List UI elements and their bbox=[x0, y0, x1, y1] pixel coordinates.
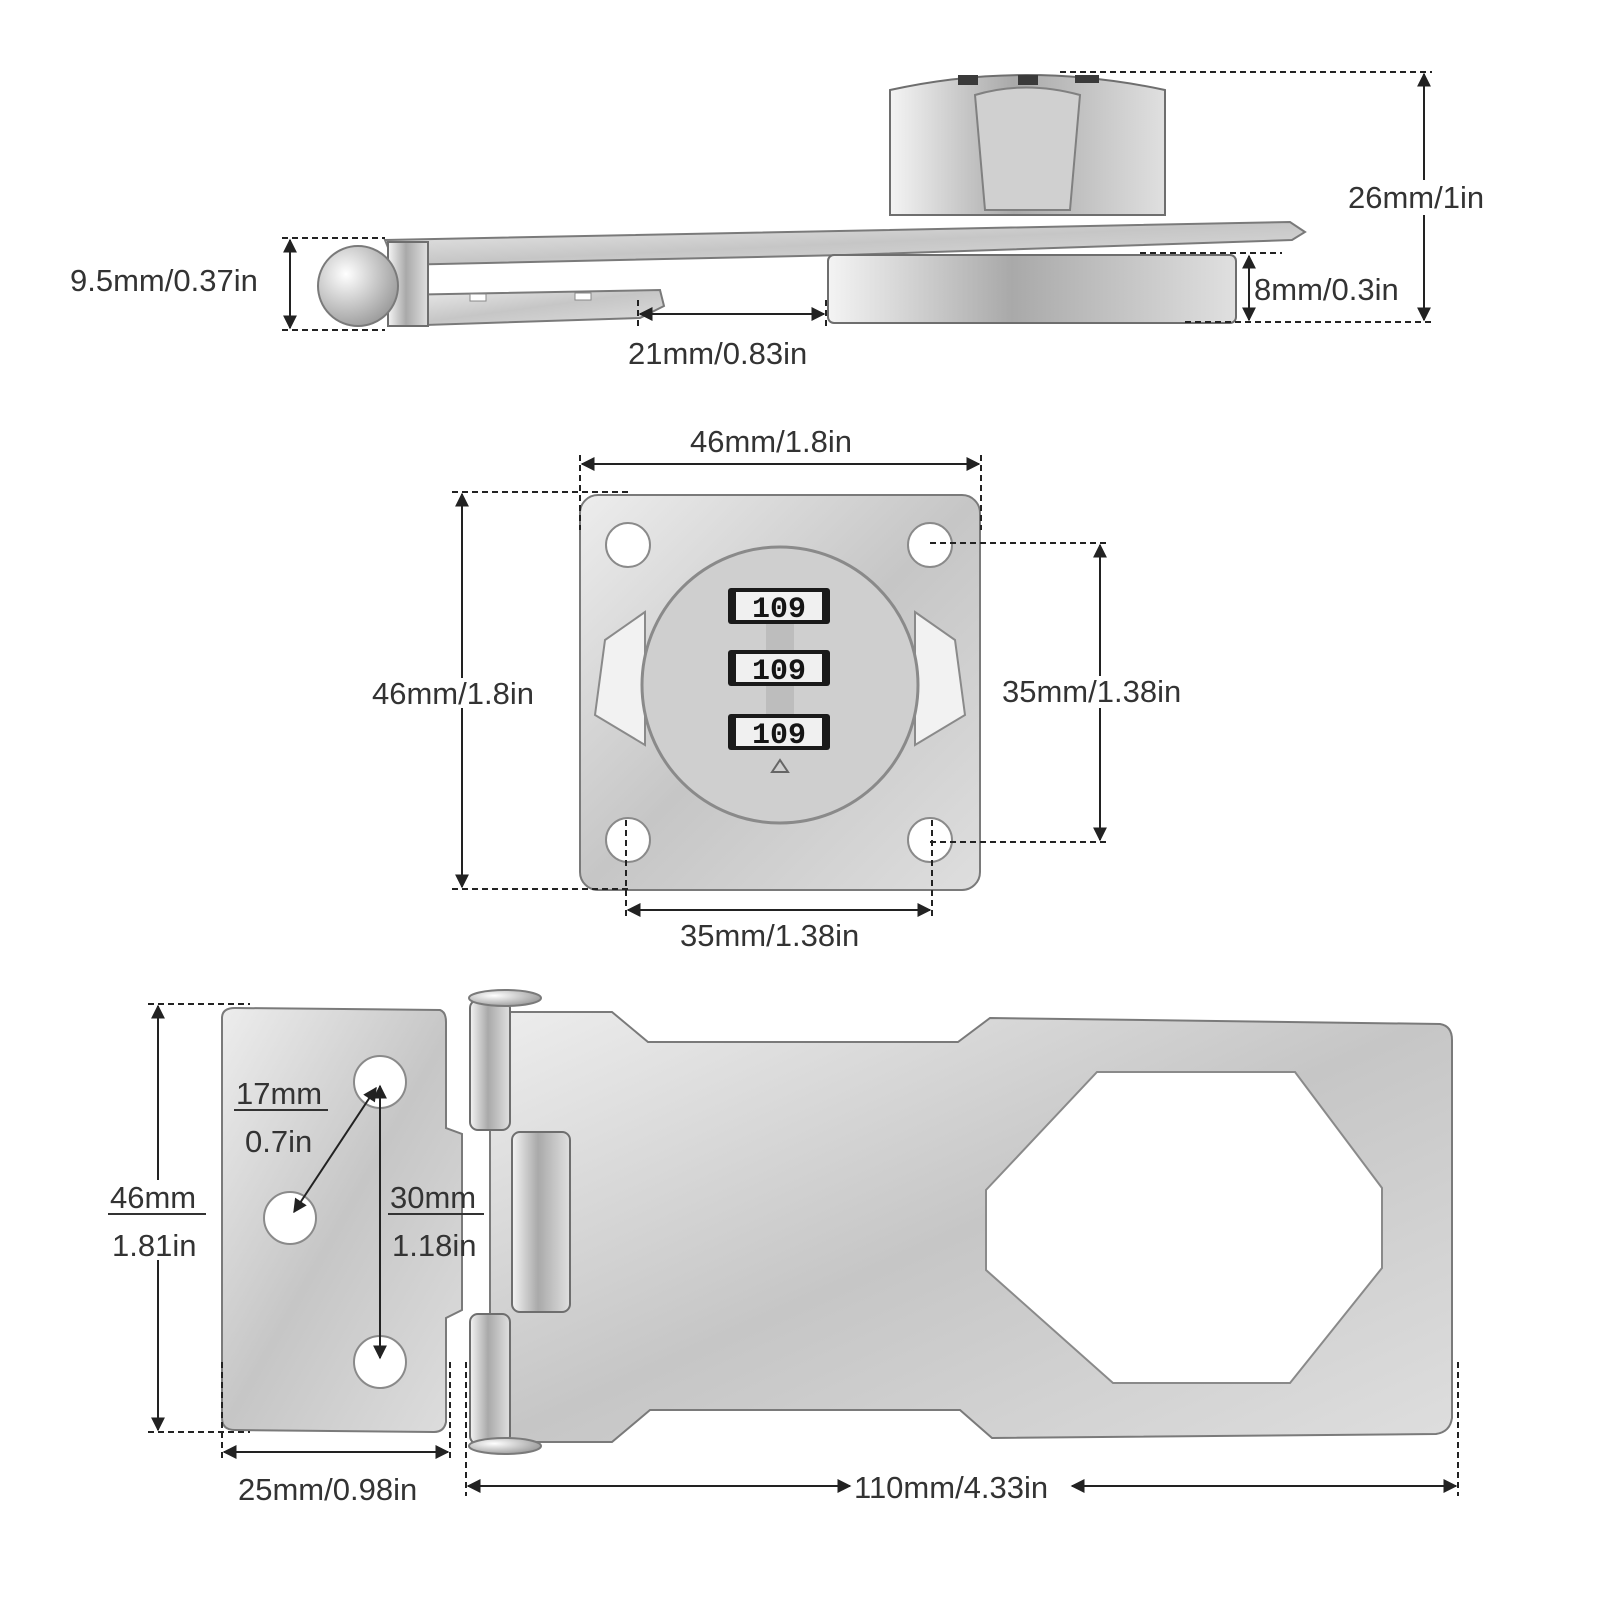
side-leaf-slot bbox=[574, 292, 592, 301]
hasp-hinge-knuckle-bottom bbox=[469, 1313, 511, 1445]
side-dial-tab bbox=[1018, 75, 1038, 85]
front-hole-horizontal-label: 35mm/1.38in bbox=[680, 918, 859, 953]
hasp-diag-in-label: 0.7in bbox=[245, 1124, 312, 1159]
dial-2-digits: 109 bbox=[752, 655, 806, 689]
hasp-hinge-pin-top bbox=[468, 989, 542, 1007]
dial-1-digits: 109 bbox=[752, 593, 806, 627]
hasp-holes-mm-label: 30mm bbox=[390, 1180, 476, 1215]
front-mount-hole-bl bbox=[605, 817, 651, 863]
combination-dial-2[interactable]: 109 bbox=[728, 650, 830, 689]
front-width-label: 46mm/1.8in bbox=[690, 424, 852, 459]
hasp-hinge-pin-bottom bbox=[468, 1437, 542, 1455]
side-total-height-label: 26mm/1in bbox=[1348, 180, 1484, 215]
side-dial-tab bbox=[958, 75, 978, 85]
side-leaf-slot bbox=[469, 293, 487, 302]
dial-indicator-triangle-icon bbox=[770, 758, 790, 773]
side-base-height-label: 8mm/0.3in bbox=[1254, 272, 1399, 307]
hasp-length-label: 110mm/4.33in bbox=[854, 1470, 1048, 1505]
hasp-screw-hole-middle bbox=[263, 1191, 317, 1245]
side-view: 9.5mm/0.37in 26mm/1in 8mm/0.3in 21mm/0.8… bbox=[70, 71, 1484, 371]
hasp-diag-mm-label: 17mm bbox=[236, 1076, 322, 1111]
side-knuckle-height-label: 9.5mm/0.37in bbox=[70, 263, 258, 298]
hasp-view: 17mm 0.7in 30mm 1.18in 46mm 1.81in 25mm/… bbox=[108, 989, 1459, 1507]
hasp-plate-width-label: 25mm/0.98in bbox=[238, 1472, 417, 1507]
combination-dial-1[interactable]: 109 bbox=[728, 588, 830, 627]
front-mount-hole-tr bbox=[907, 522, 953, 568]
side-base-plate bbox=[827, 254, 1237, 324]
side-hinge-leaf bbox=[394, 288, 666, 328]
hasp-octagon-slot bbox=[985, 1071, 1383, 1384]
side-dial-tab bbox=[1075, 75, 1099, 83]
hasp-hinge-plate bbox=[221, 1006, 463, 1434]
hasp-holes-in-label: 1.18in bbox=[392, 1228, 476, 1263]
hasp-hinge-knuckle-top bbox=[469, 999, 511, 1131]
side-lock-cam bbox=[973, 86, 1082, 211]
hasp-hinge-knuckle-mid bbox=[511, 1131, 571, 1313]
front-hole-vertical-label: 35mm/1.38in bbox=[1002, 674, 1181, 709]
combination-dial-3[interactable]: 109 bbox=[728, 714, 830, 753]
front-mount-hole-tl bbox=[605, 522, 651, 568]
dial-3-digits: 109 bbox=[752, 719, 806, 753]
front-height-label: 46mm/1.8in bbox=[372, 676, 534, 711]
hasp-height-mm-label: 46mm bbox=[110, 1180, 196, 1215]
hasp-height-in-label: 1.81in bbox=[112, 1228, 196, 1263]
side-hinge-pin bbox=[317, 245, 399, 327]
front-mount-hole-br bbox=[907, 817, 953, 863]
front-view: 109 109 109 46mm/1.8in 46mm/1.8in 35mm/1… bbox=[372, 424, 1181, 953]
side-gap-label: 21mm/0.83in bbox=[628, 336, 807, 371]
